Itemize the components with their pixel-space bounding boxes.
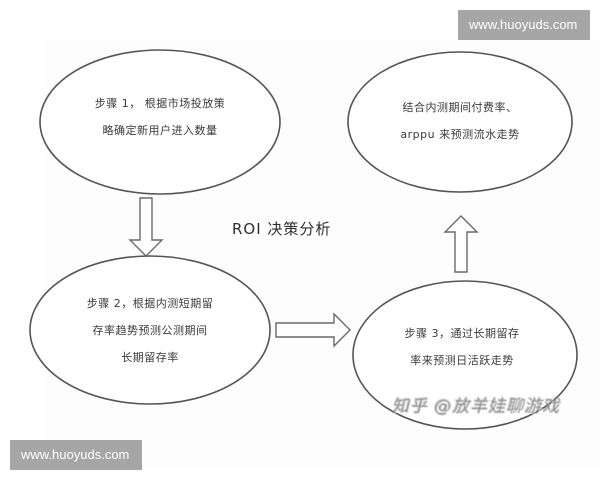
arrow-up-icon <box>443 215 479 273</box>
arrow-down-icon <box>128 197 164 257</box>
arrow-right-icon <box>275 312 351 348</box>
step4-ellipse <box>347 51 573 193</box>
step3-line-2: 率来预测日活跃走势 <box>410 354 514 367</box>
step1-line-2: 略确定新用户进入数量 <box>102 124 218 137</box>
step3-ellipse <box>352 280 578 430</box>
zhihu-watermark: 知乎 @放羊娃聊游戏 <box>392 397 561 417</box>
step2-text: 步骤 2，根据内测短期留 存率趋势预测公测期间 长期留存率 <box>64 290 236 371</box>
site-watermark-bottom-left: www.huoyuds.com <box>10 440 142 470</box>
step2-line-2: 存率趋势预测公测期间 <box>92 324 208 337</box>
step4-line-1: 结合内测期间付费率、 <box>402 101 518 114</box>
diagram-title: ROI 决策分析 <box>232 220 332 238</box>
step3-text: 步骤 3，通过长期留存 率来预测日活跃走势 <box>382 320 542 374</box>
step1-text: 步骤 1， 根据市场投放策 略确定新用户进入数量 <box>70 90 250 144</box>
step1-ellipse <box>39 49 281 195</box>
step2-ellipse <box>29 255 271 405</box>
step4-line-2: arppu 来预测流水走势 <box>400 128 520 141</box>
site-watermark-top-right: www.huoyuds.com <box>458 10 590 40</box>
step1-line-1: 步骤 1， 根据市场投放策 <box>94 97 226 110</box>
step2-line-3: 长期留存率 <box>121 351 179 364</box>
step2-line-1: 步骤 2，根据内测短期留 <box>86 297 214 310</box>
step3-line-1: 步骤 3，通过长期留存 <box>404 327 520 340</box>
step4-text: 结合内测期间付费率、 arppu 来预测流水走势 <box>372 94 548 148</box>
